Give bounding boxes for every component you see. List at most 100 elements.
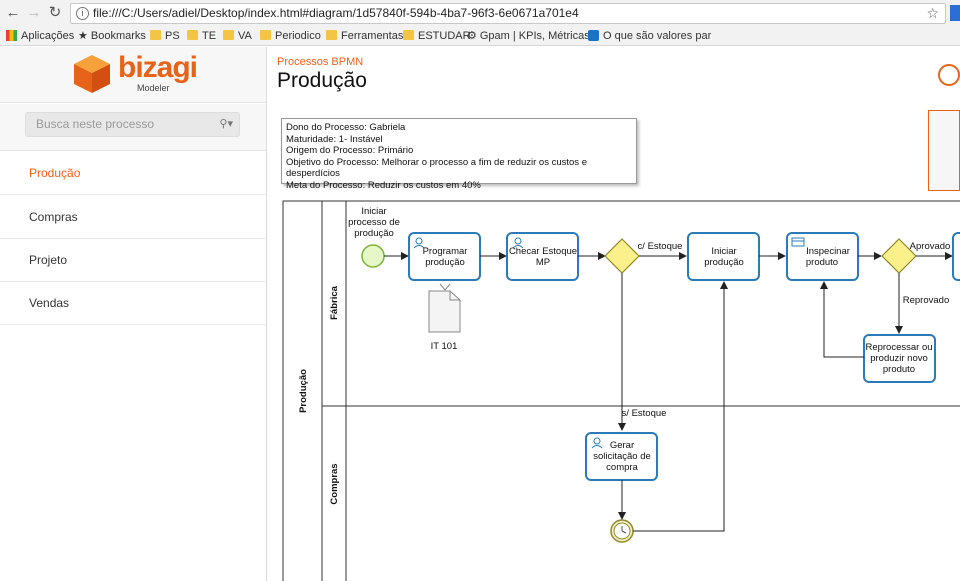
task-label: Inspecinar bbox=[806, 246, 850, 257]
search-icon[interactable]: ⚲▾ bbox=[219, 118, 233, 130]
bookmark-gpam[interactable]: ⚙Gpam | KPIs, Métricas bbox=[467, 29, 590, 44]
user-task-icon bbox=[593, 437, 601, 445]
flow-label-com-estoque: c/ Estoque bbox=[638, 241, 683, 252]
bookmark-periodico[interactable]: Periodico bbox=[260, 29, 321, 44]
task-next-partial[interactable] bbox=[952, 232, 960, 281]
bookmark-star-icon[interactable]: ☆ bbox=[926, 5, 939, 21]
logo-text: bizagi bbox=[118, 51, 198, 84]
address-bar[interactable]: i file:///C:/Users/adiel/Desktop/index.h… bbox=[70, 3, 946, 24]
bookmark-estudar[interactable]: ESTUDAR bbox=[403, 29, 471, 44]
diagram-thumbnail[interactable] bbox=[928, 110, 960, 191]
task-label: MP bbox=[536, 257, 550, 268]
bookmark-ps[interactable]: PS bbox=[150, 29, 180, 44]
bookmarks-bar: Aplicações ★Bookmarks PS TE VA Periodico… bbox=[0, 27, 960, 46]
info-maturity: Maturidade: 1- Instável bbox=[286, 133, 383, 145]
nav-item-producao[interactable]: Produção bbox=[0, 152, 266, 195]
address-url: file:///C:/Users/adiel/Desktop/index.htm… bbox=[93, 6, 579, 20]
gear-icon: ⚙ bbox=[467, 30, 477, 42]
task-iniciar-producao[interactable]: Iniciar produção bbox=[687, 232, 760, 281]
document-label: IT 101 bbox=[431, 341, 458, 352]
extension-icon[interactable] bbox=[950, 5, 960, 21]
folder-icon bbox=[403, 30, 414, 40]
bookmark-label: Periodico bbox=[275, 30, 321, 42]
lane-label-fabrica: Fábrica bbox=[329, 285, 340, 320]
info-owner: Dono do Processo: Gabriela bbox=[286, 122, 406, 133]
task-inspecionar-produto[interactable]: Inspecinar produto bbox=[786, 232, 859, 281]
task-label: produzir novo bbox=[870, 353, 928, 364]
folder-icon bbox=[326, 30, 337, 40]
search-placeholder: Busca neste processo bbox=[36, 117, 155, 131]
reload-icon[interactable]: ↻ bbox=[48, 4, 62, 21]
bookmark-te[interactable]: TE bbox=[187, 29, 216, 44]
logo-subtitle: Modeler bbox=[137, 83, 170, 93]
task-reprocessar[interactable]: Reprocessar ou produzir novo produto bbox=[863, 334, 936, 383]
pool-producao bbox=[282, 200, 960, 581]
bookmark-label: Aplicações bbox=[21, 30, 75, 42]
logo-area: bizagi Modeler bbox=[0, 47, 266, 103]
user-task-icon bbox=[591, 445, 603, 449]
nav-item-projeto[interactable]: Projeto bbox=[0, 239, 266, 282]
info-goal: Meta do Processo: Reduzir os custos em 4… bbox=[286, 179, 481, 191]
document-it101[interactable]: IT 101 bbox=[428, 283, 461, 352]
page-title: Produção bbox=[277, 69, 367, 92]
browser-toolbar: ← → ↻ i file:///C:/Users/adiel/Desktop/i… bbox=[0, 0, 960, 27]
task-label: compra bbox=[606, 462, 638, 473]
task-label: Programar bbox=[423, 246, 468, 257]
process-info-box: Dono do Processo: Gabriela Maturidade: 1… bbox=[281, 118, 637, 191]
bookmark-label: VA bbox=[238, 30, 252, 42]
apps-grid-icon bbox=[6, 30, 17, 41]
nav-item-compras[interactable]: Compras bbox=[0, 196, 266, 239]
task-label: Gerar bbox=[610, 440, 634, 451]
gateway-estoque[interactable] bbox=[604, 238, 640, 274]
breadcrumb[interactable]: Processos BPMN bbox=[277, 56, 364, 68]
task-gerar-solicitacao[interactable]: Gerar solicitação de compra bbox=[585, 432, 658, 481]
info-objective: Objetivo do Processo: Melhorar o process… bbox=[286, 156, 587, 180]
task-label: produção bbox=[704, 257, 744, 268]
user-task-icon bbox=[415, 237, 423, 245]
bookmark-label: Gpam | KPIs, Métricas bbox=[479, 30, 590, 42]
page-icon bbox=[588, 30, 599, 41]
search-area: Busca neste processo ⚲▾ bbox=[0, 104, 266, 151]
nav-item-vendas[interactable]: Vendas bbox=[0, 282, 266, 325]
star-icon: ★ bbox=[78, 30, 88, 42]
task-label: produto bbox=[883, 364, 915, 375]
forward-icon[interactable]: → bbox=[26, 4, 42, 21]
bookmark-label: ESTUDAR bbox=[418, 30, 471, 42]
bookmark-label: PS bbox=[165, 30, 180, 42]
bookmark-label: O que são valores par bbox=[603, 30, 712, 42]
task-label: solicitação de bbox=[593, 451, 651, 462]
flow-label-sem-estoque: s/ Estoque bbox=[622, 408, 667, 419]
flow-reprocessar-inspecionar bbox=[820, 281, 864, 358]
table-task-icon bbox=[791, 237, 805, 247]
bpmn-diagram: Produção Fábrica Compras Iniciar process… bbox=[282, 200, 960, 581]
task-label: Checar Estoque bbox=[509, 246, 577, 257]
bookmark-valores[interactable]: O que são valores par bbox=[588, 29, 711, 44]
task-label: produção bbox=[425, 257, 465, 268]
start-event[interactable] bbox=[361, 244, 385, 268]
bookmark-ferramentas[interactable]: Ferramentas bbox=[326, 29, 403, 44]
bookmark-bookmarks[interactable]: ★Bookmarks bbox=[78, 29, 146, 44]
expand-icon[interactable] bbox=[938, 64, 960, 86]
sidebar: bizagi Modeler Busca neste processo ⚲▾ P… bbox=[0, 47, 267, 581]
back-icon[interactable]: ← bbox=[5, 4, 21, 21]
bookmark-label: TE bbox=[202, 30, 217, 42]
task-label: Reprocessar ou bbox=[865, 342, 932, 353]
folder-icon bbox=[223, 30, 234, 40]
flow-label-aprovado: Aprovado bbox=[910, 241, 951, 252]
bookmark-label: Bookmarks bbox=[90, 30, 146, 42]
search-input[interactable]: Busca neste processo ⚲▾ bbox=[25, 112, 240, 137]
info-origin: Origem do Processo: Primário bbox=[286, 145, 414, 157]
bookmark-va[interactable]: VA bbox=[223, 29, 252, 44]
task-checar-estoque[interactable]: Checar Estoque MP bbox=[506, 232, 579, 281]
folder-icon bbox=[187, 30, 198, 40]
lane-label-compras: Compras bbox=[329, 463, 340, 504]
timer-event[interactable] bbox=[610, 519, 634, 543]
pool-label: Produção bbox=[298, 369, 309, 413]
start-event-label: Iniciar bbox=[361, 206, 386, 217]
task-programar-producao[interactable]: Programar produção bbox=[408, 232, 481, 281]
start-event-label: produção bbox=[354, 228, 394, 239]
task-label: Iniciar bbox=[711, 246, 736, 257]
info-icon[interactable]: i bbox=[76, 7, 89, 20]
bookmark-apps[interactable]: Aplicações bbox=[6, 29, 74, 44]
flow-label-reprovado: Reprovado bbox=[903, 295, 949, 306]
